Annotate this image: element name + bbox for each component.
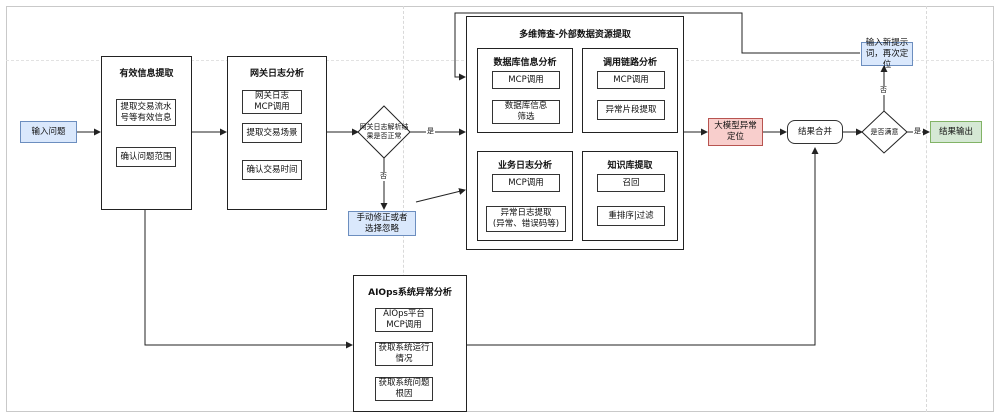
effective-info-group: 有效信息提取 提取交易流水号等有效信息 确认问题范围 bbox=[101, 56, 192, 210]
db-info-group: 数据库信息分析 MCP调用 数据库信息 筛选 bbox=[477, 48, 573, 133]
extract-serial-node: 提取交易流水号等有效信息 bbox=[116, 99, 176, 126]
guide-line bbox=[926, 6, 927, 412]
gateway-mcp-label: 网关日志 MCP调用 bbox=[254, 91, 290, 112]
aiops-title: AIOps系统异常分析 bbox=[368, 288, 452, 298]
edge-extract-to-aiops bbox=[144, 210, 353, 349]
manual-fix-label: 手动修正或者 选择忽略 bbox=[356, 212, 408, 234]
anomaly-segment-node: 异常片段提取 bbox=[597, 100, 665, 120]
confirm-scope-label: 确认问题范围 bbox=[120, 151, 172, 162]
aiops-mcp-label: AIOps平台 MCP调用 bbox=[383, 309, 425, 330]
input-question-label: 输入问题 bbox=[31, 126, 66, 137]
system-status-node: 获取系统运行 情况 bbox=[375, 342, 433, 366]
gateway-log-group: 网关日志分析 网关日志 MCP调用 提取交易场景 确认交易时间 bbox=[227, 56, 327, 210]
biz-mcp-label: MCP调用 bbox=[508, 177, 544, 188]
reprompt-label: 输入新提示 词，再次定位 bbox=[865, 37, 909, 70]
confirm-time-node: 确认交易时间 bbox=[242, 160, 302, 180]
merge-node: 结果合并 bbox=[787, 120, 843, 144]
db-info-title: 数据库信息分析 bbox=[493, 58, 557, 68]
knowledge-title: 知识库提取 bbox=[607, 161, 653, 171]
llm-locate-label: 大模型异常 定位 bbox=[714, 121, 757, 142]
decision-satisfied-label: 是否满意 bbox=[870, 127, 899, 136]
confirm-scope-node: 确认问题范围 bbox=[116, 147, 176, 167]
system-status-label: 获取系统运行 情况 bbox=[378, 343, 430, 364]
output-node: 结果输出 bbox=[930, 121, 982, 143]
root-cause-node: 获取系统问题 根因 bbox=[375, 377, 433, 401]
decision-satisfied: 是否满意 bbox=[862, 122, 907, 142]
db-mcp-node: MCP调用 bbox=[492, 71, 560, 89]
reprompt-node: 输入新提示 词，再次定位 bbox=[861, 38, 913, 70]
decision-gateway: 网关日志解析结果是否正常 bbox=[358, 117, 410, 147]
edge-manual-to-multi bbox=[415, 188, 466, 203]
decision-diamond-gateway bbox=[357, 105, 411, 159]
llm-locate-node: 大模型异常 定位 bbox=[708, 118, 763, 146]
edge-label-no: 否 bbox=[379, 172, 388, 181]
biz-mcp-node: MCP调用 bbox=[492, 174, 560, 192]
edge-aiops-to-merge bbox=[467, 147, 819, 346]
recall-node: 召回 bbox=[597, 174, 665, 192]
diagram-frame bbox=[6, 6, 994, 412]
biz-log-title: 业务日志分析 bbox=[497, 161, 552, 171]
confirm-time-label: 确认交易时间 bbox=[246, 164, 298, 175]
call-chain-group: 调用链路分析 MCP调用 异常片段提取 bbox=[582, 48, 678, 133]
exception-log-node: 异常日志提取 (异常、错误码等) bbox=[486, 206, 566, 232]
call-chain-title: 调用链路分析 bbox=[602, 58, 657, 68]
edge-label-yes-2: 是 bbox=[913, 127, 922, 136]
db-mcp-label: MCP调用 bbox=[508, 74, 544, 85]
rerank-label: 重排序|过滤 bbox=[608, 210, 654, 221]
effective-info-title: 有效信息提取 bbox=[119, 69, 174, 79]
gateway-mcp-node: 网关日志 MCP调用 bbox=[242, 90, 302, 114]
aiops-group: AIOps系统异常分析 AIOps平台 MCP调用 获取系统运行 情况 获取系统… bbox=[353, 275, 467, 412]
manual-fix-node: 手动修正或者 选择忽略 bbox=[348, 211, 416, 236]
chain-mcp-label: MCP调用 bbox=[613, 74, 649, 85]
recall-label: 召回 bbox=[622, 177, 640, 188]
edge-label-yes: 是 bbox=[426, 127, 435, 136]
aiops-mcp-node: AIOps平台 MCP调用 bbox=[375, 308, 433, 332]
extract-serial-label: 提取交易流水号等有效信息 bbox=[120, 101, 172, 123]
extract-scene-node: 提取交易场景 bbox=[242, 123, 302, 143]
output-label: 结果输出 bbox=[938, 126, 973, 137]
db-filter-label: 数据库信息 筛选 bbox=[504, 101, 548, 122]
merge-label: 结果合并 bbox=[797, 126, 832, 137]
anomaly-segment-label: 异常片段提取 bbox=[605, 104, 657, 115]
edge-reprompt-loop bbox=[454, 12, 860, 81]
guide-line bbox=[403, 6, 404, 412]
decision-gateway-label: 网关日志解析结果是否正常 bbox=[359, 123, 409, 140]
gateway-log-title: 网关日志分析 bbox=[249, 69, 304, 79]
rerank-node: 重排序|过滤 bbox=[597, 206, 665, 226]
input-question-node: 输入问题 bbox=[20, 121, 77, 143]
exception-log-label: 异常日志提取 (异常、错误码等) bbox=[492, 208, 560, 229]
knowledge-group: 知识库提取 召回 重排序|过滤 bbox=[582, 151, 678, 241]
biz-log-group: 业务日志分析 MCP调用 异常日志提取 (异常、错误码等) bbox=[477, 151, 573, 241]
multi-screen-title: 多维筛查-外部数据资源提取 bbox=[519, 30, 631, 40]
db-filter-node: 数据库信息 筛选 bbox=[492, 100, 560, 124]
multi-screen-group: 多维筛查-外部数据资源提取 数据库信息分析 MCP调用 数据库信息 筛选 调用链… bbox=[466, 16, 684, 250]
chain-mcp-node: MCP调用 bbox=[597, 71, 665, 89]
extract-scene-label: 提取交易场景 bbox=[246, 127, 298, 138]
decision-diamond-satisfied bbox=[861, 110, 908, 154]
edge-label-no-2: 否 bbox=[879, 86, 888, 95]
root-cause-label: 获取系统问题 根因 bbox=[378, 378, 430, 399]
